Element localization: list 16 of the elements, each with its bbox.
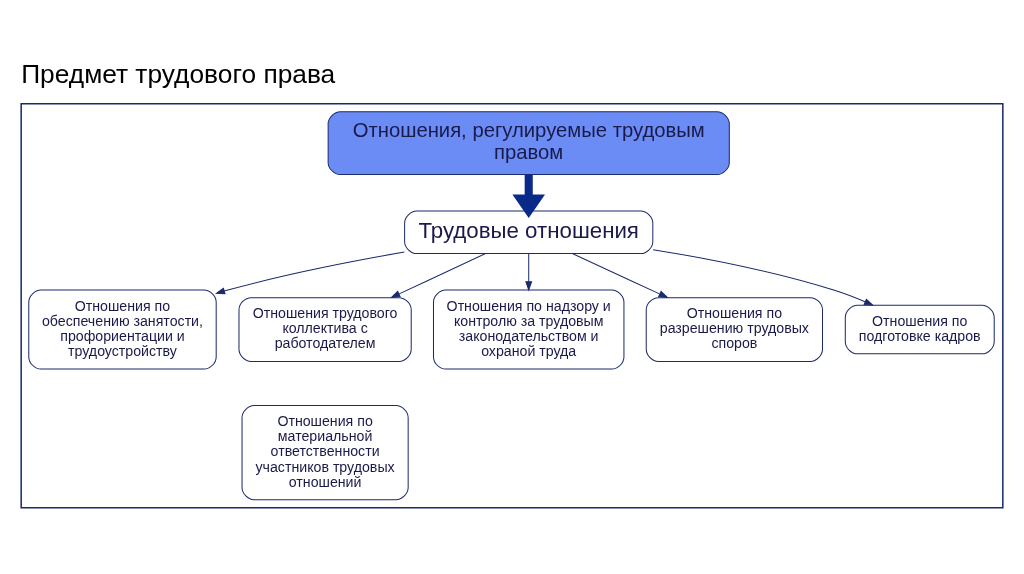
node-box: Отношения по надзору и контролю за трудовым законодательством и охраной труда [433, 289, 625, 370]
arrow [652, 249, 875, 306]
arrow [572, 253, 669, 299]
node-box: Отношения по обеспечению занятости, профориентации и трудоустройству [28, 289, 217, 370]
node-box: Отношения по разрешению трудовых споров [645, 297, 823, 362]
arrow [214, 251, 405, 295]
node-box: Отношения по подготовке кадров [844, 304, 995, 355]
node-box: Отношения, регулируемые трудовым правом [327, 111, 730, 176]
arrow [390, 253, 486, 299]
node-box: Трудовые отношения [404, 210, 654, 255]
arrow [525, 253, 533, 292]
node-box: Отношения трудового коллектива с работодателем [238, 297, 412, 362]
diagram-title: Предмет трудового права [21, 59, 336, 90]
cluster [20, 102, 1004, 509]
arrow [512, 174, 545, 218]
node-box: Отношения по материальной ответственности участников трудовых отношений [241, 405, 409, 501]
